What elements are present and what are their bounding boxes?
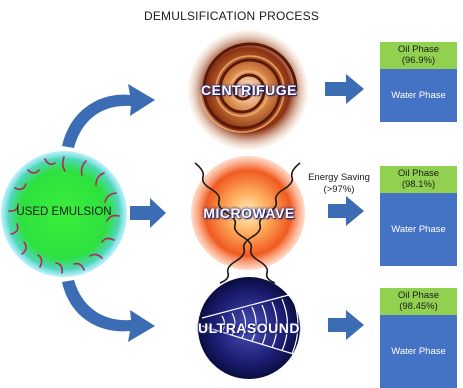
- oil-phase-block: Oil Phase (98.45%): [380, 288, 457, 315]
- centrifuge-swirl-image: [188, 30, 308, 150]
- arrow-to-microwave: [130, 198, 166, 228]
- curved-arrow-up: [62, 84, 155, 148]
- ultrasound-image: [198, 277, 301, 379]
- centrifuge-label: CENTRIFUGE: [201, 82, 297, 98]
- water-phase-block: Water Phase: [380, 193, 457, 266]
- centrifuge-result-box: Oil Phase (96.9%) Water Phase: [380, 42, 457, 122]
- arrow-to-ultrasound-result: [328, 310, 364, 340]
- energy-saving-value: (>97%): [323, 184, 355, 195]
- water-phase-block: Water Phase: [380, 315, 457, 388]
- ultrasound-label: ULTRASOUND: [198, 320, 300, 336]
- arrow-to-centrifuge-result: [325, 74, 364, 104]
- oil-phase-label: Oil Phase: [397, 44, 440, 55]
- emulsion-droplet: [1, 151, 127, 277]
- diagram-title: DEMULSIFICATION PROCESS: [143, 9, 320, 23]
- oil-phase-block: Oil Phase (96.9%): [380, 42, 457, 69]
- oil-phase-label: Oil Phase: [397, 168, 440, 179]
- oil-phase-block: Oil Phase (98.1%): [380, 166, 457, 193]
- water-phase-block: Water Phase: [380, 69, 457, 122]
- energy-saving-label: Energy Saving: [308, 172, 370, 183]
- oil-phase-value: (98.1%): [401, 179, 436, 190]
- diagram-canvas: [1, 30, 364, 379]
- oil-phase-label: Oil Phase: [397, 290, 440, 301]
- oil-phase-value: (96.9%): [401, 55, 436, 66]
- arrow-to-microwave-result: [328, 196, 364, 226]
- energy-saving-note: Energy Saving (>97%): [304, 172, 374, 196]
- ultrasound-result-box: Oil Phase (98.45%) Water Phase: [380, 288, 457, 388]
- used-emulsion-label: USED EMULSION: [16, 206, 112, 218]
- curved-arrow-down: [62, 280, 155, 342]
- oil-phase-value: (98.45%): [399, 301, 438, 312]
- microwave-label: MICROWAVE: [203, 205, 295, 221]
- microwave-image: [191, 156, 305, 284]
- microwave-result-box: Oil Phase (98.1%) Water Phase: [380, 166, 457, 266]
